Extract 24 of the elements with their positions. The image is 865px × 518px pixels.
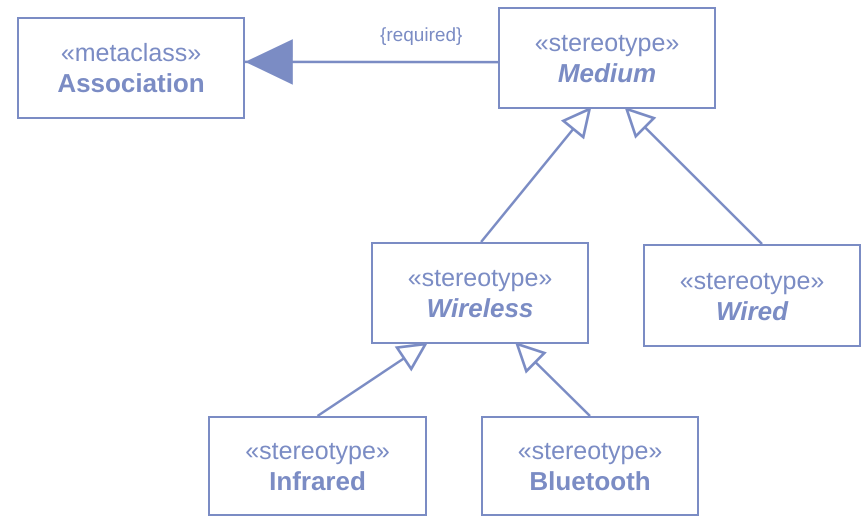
stereotype-box — [643, 244, 861, 347]
class-name: Bluetooth — [529, 466, 651, 496]
stereotype-box — [498, 7, 716, 109]
stereotype-keyword: «metaclass» — [60, 38, 202, 68]
extension-arrow — [245, 39, 498, 85]
class-name: Medium — [558, 58, 656, 88]
stereotype-keyword: «stereotype» — [408, 263, 552, 293]
class-name: Wireless — [426, 293, 534, 323]
stereotype-box — [208, 416, 427, 516]
stereotype-keyword: «stereotype» — [534, 28, 680, 58]
class-name: Association — [57, 68, 205, 98]
class-name: Infrared — [269, 466, 366, 496]
edge-label: {required} — [378, 25, 464, 48]
generalization-arrow — [625, 108, 763, 245]
generalization-arrow — [316, 342, 427, 418]
stereotype-box — [371, 242, 589, 344]
generalization-arrow — [480, 108, 591, 243]
stereotype-box — [481, 416, 699, 516]
stereotype-keyword: «stereotype» — [245, 436, 390, 466]
stereotype-keyword: «stereotype» — [680, 266, 824, 296]
stereotype-box — [17, 17, 245, 119]
class-name: Wired — [716, 296, 788, 326]
stereotype-keyword: «stereotype» — [518, 436, 662, 466]
generalization-arrow — [516, 342, 591, 417]
